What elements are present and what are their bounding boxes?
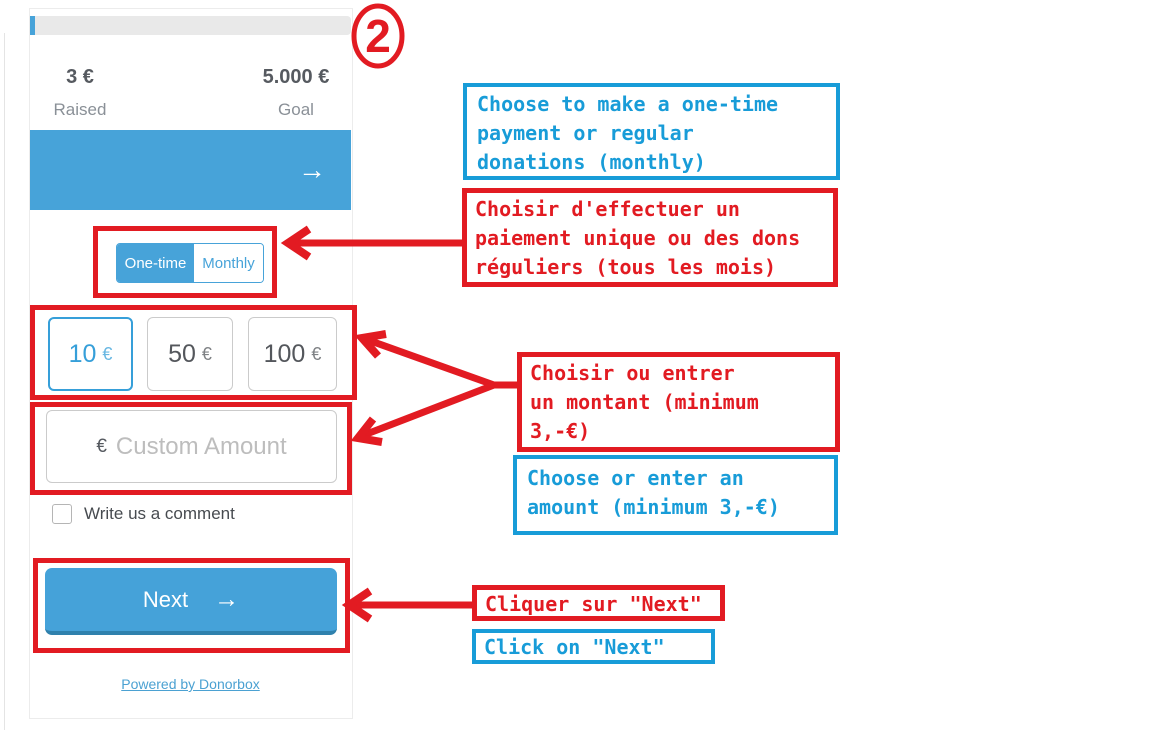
step-circle bbox=[351, 3, 405, 69]
right-arrow-icon: → bbox=[214, 585, 240, 613]
arrow-head-down-left bbox=[350, 416, 383, 446]
arrow-head-up-left bbox=[354, 330, 387, 359]
annotation-line: paiement unique ou des dons bbox=[475, 226, 801, 250]
currency-symbol: € bbox=[311, 343, 322, 364]
amount-button-100[interactable]: 100€ bbox=[248, 317, 337, 391]
raised-value: 3 € bbox=[66, 66, 94, 88]
amount-button-10[interactable]: 10€ bbox=[48, 317, 133, 391]
annotation-line: un montant (minimum bbox=[530, 390, 759, 414]
annotation-line: Cliquer sur "Next" bbox=[485, 592, 702, 616]
currency-symbol: € bbox=[102, 343, 113, 364]
next-button-label: Next bbox=[142, 586, 189, 612]
annotation-line: réguliers (tous les mois) bbox=[475, 255, 777, 279]
annotation-line: Choisir ou entrer bbox=[530, 361, 735, 385]
carousel-next-arrow-icon[interactable]: → bbox=[298, 154, 326, 185]
annotation-en-amount: Choose or enter an amount (minimum 3,-€) bbox=[513, 455, 838, 535]
amount-value: 100 bbox=[263, 339, 306, 368]
progress-bar-fill bbox=[30, 16, 35, 35]
one-time-tab[interactable]: One-time bbox=[117, 244, 194, 282]
step-number: 2 bbox=[365, 10, 391, 62]
annotation-line: amount (minimum 3,-€) bbox=[527, 495, 780, 519]
highlight-rect-custom-amount bbox=[30, 402, 352, 495]
highlight-rect-toggle bbox=[93, 226, 277, 298]
annotation-line: payment or regular bbox=[477, 121, 694, 145]
progress-bar-track bbox=[30, 16, 351, 35]
annotation-line: Choose to make a one-time bbox=[477, 92, 779, 116]
comment-checkbox[interactable] bbox=[52, 504, 72, 524]
powered-by: Powered by Donorbox bbox=[30, 676, 351, 694]
page-edge-line bbox=[4, 33, 5, 730]
currency-symbol: € bbox=[201, 343, 212, 364]
next-button[interactable]: Next → bbox=[45, 568, 337, 635]
raised-label: Raised bbox=[53, 100, 107, 119]
annotation-line: Click on "Next" bbox=[484, 635, 665, 659]
annotation-line: donations (monthly) bbox=[477, 150, 706, 174]
highlight-rect-amounts bbox=[30, 305, 357, 400]
frequency-toggle: One-time Monthly bbox=[116, 243, 264, 283]
arrow-line bbox=[362, 381, 496, 439]
annotation-line: Choisir d'effectuer un bbox=[475, 197, 740, 221]
currency-prefix: € bbox=[96, 435, 107, 457]
carousel-header: → bbox=[30, 130, 351, 308]
annotation-fr-amount: Choisir ou entrer un montant (minimum 3,… bbox=[517, 352, 840, 452]
monthly-tab[interactable]: Monthly bbox=[194, 244, 263, 282]
comment-checkbox-label[interactable]: Write us a comment bbox=[84, 504, 235, 523]
arrow-line bbox=[366, 336, 496, 389]
annotation-fr-toggle: Choisir d'effectuer un paiement unique o… bbox=[462, 188, 838, 287]
powered-by-donorbox-link[interactable]: Powered by Donorbox bbox=[121, 676, 260, 692]
custom-amount-placeholder: Custom Amount bbox=[115, 432, 287, 460]
carousel-dot-active[interactable] bbox=[151, 295, 164, 308]
annotation-en-toggle: Choose to make a one-time payment or reg… bbox=[463, 83, 840, 180]
annotation-line: 3,-€) bbox=[530, 419, 591, 443]
goal-label: Goal bbox=[278, 100, 314, 119]
annotation-fr-next: Cliquer sur "Next" bbox=[472, 585, 725, 621]
annotation-en-next: Click on "Next" bbox=[472, 629, 715, 664]
amount-value: 10 bbox=[68, 339, 97, 368]
amount-value: 50 bbox=[168, 339, 196, 368]
goal-value: 5.000 € bbox=[262, 66, 330, 88]
custom-amount-input[interactable]: € Custom Amount bbox=[46, 410, 337, 483]
annotation-line: Choose or enter an bbox=[527, 466, 744, 490]
highlight-rect-next bbox=[33, 558, 350, 653]
amount-button-50[interactable]: 50€ bbox=[147, 317, 233, 391]
